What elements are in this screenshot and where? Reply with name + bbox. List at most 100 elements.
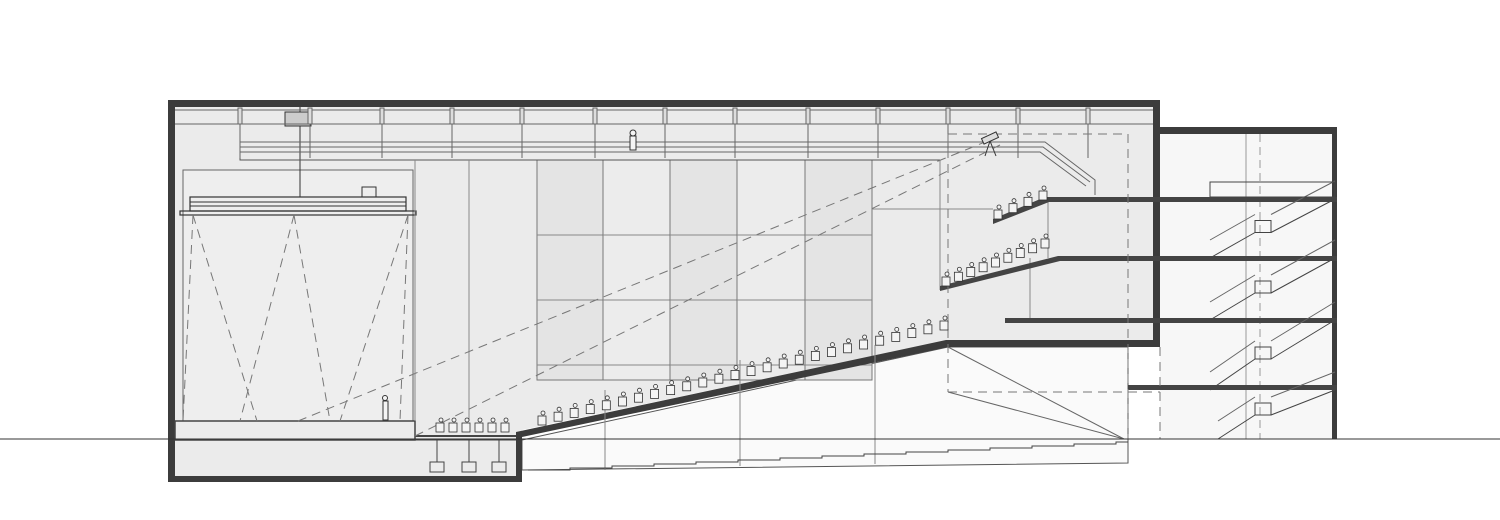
seat-icon — [650, 388, 659, 399]
fly-tower — [182, 169, 414, 422]
spectator-icon — [451, 417, 457, 423]
truss-post — [1015, 107, 1021, 125]
truss-post — [307, 107, 313, 125]
spectator-icon — [1041, 185, 1047, 191]
stair-landing — [1254, 280, 1272, 294]
seat-icon — [553, 411, 563, 422]
seat-icon — [966, 267, 976, 277]
truss-post — [379, 107, 385, 125]
stairs — [528, 180, 1336, 471]
seat-icon — [794, 354, 804, 365]
seat-icon — [941, 276, 951, 287]
truss-post — [1085, 107, 1091, 125]
spectator-icon — [621, 391, 626, 397]
stair-flight — [1270, 319, 1336, 360]
seat-icon — [746, 366, 756, 377]
wall-panel — [669, 159, 738, 381]
balconies — [940, 197, 1337, 390]
spectator-icon — [910, 323, 916, 329]
stair-landing — [1254, 402, 1272, 416]
seat-icon — [569, 407, 579, 418]
stair-rail — [1209, 214, 1256, 241]
stair-flight — [1209, 358, 1256, 391]
spectator-icon — [862, 334, 867, 340]
spectator-icon — [685, 376, 691, 382]
truss-post — [592, 107, 598, 125]
spectator-icon — [1011, 198, 1017, 204]
seat-icon — [1023, 196, 1033, 207]
stair-flight — [1217, 414, 1256, 440]
seat-icon — [474, 422, 484, 433]
seat-icon — [810, 350, 820, 361]
annex-block — [1160, 127, 1337, 439]
projector-icon — [980, 131, 1000, 157]
seat-icon — [953, 271, 963, 282]
spectator-icon — [781, 353, 787, 359]
spectator-icon — [604, 395, 610, 401]
truss-post — [732, 107, 738, 125]
stair-flight — [1270, 389, 1336, 416]
spectator-icon — [464, 417, 470, 423]
spectator-icon — [490, 417, 496, 423]
stair-rail — [1217, 396, 1256, 422]
spectator-icon — [813, 345, 819, 351]
human-figure-icons — [382, 129, 637, 421]
seat-icon — [537, 415, 547, 426]
spectator-icon — [701, 372, 707, 378]
stair-rail — [1209, 274, 1256, 303]
seat-icon — [682, 381, 692, 392]
spectator-icon — [1026, 191, 1032, 197]
stage — [174, 420, 516, 473]
seat-icon — [500, 422, 510, 433]
stair-rail — [1270, 180, 1336, 215]
stair-rail — [1270, 301, 1336, 342]
seat-icon — [448, 422, 458, 433]
seat-icon — [993, 209, 1003, 220]
spectator-icon — [981, 257, 987, 263]
truss-post — [945, 107, 951, 125]
seat-icon — [1003, 252, 1013, 263]
seat-icon — [875, 335, 885, 346]
seat-icon — [1015, 248, 1025, 258]
spectator-icon — [944, 271, 950, 277]
projection-lines — [947, 346, 1125, 440]
truss-post — [519, 107, 525, 125]
roof-truss — [175, 107, 1153, 195]
spectator-icon — [572, 402, 578, 408]
seat-icon — [730, 369, 740, 380]
seat-icon — [939, 320, 949, 331]
truss-post — [449, 107, 455, 125]
spectator-icon — [1031, 238, 1037, 244]
stair-flight — [1270, 198, 1336, 233]
spectator-icon — [996, 204, 1002, 210]
spectator-icon — [637, 387, 642, 393]
spectator-icon — [994, 252, 999, 258]
spectator-icon — [733, 364, 739, 370]
seat-icon — [907, 328, 917, 339]
seat-icon — [827, 347, 836, 358]
spectator-icon — [1006, 247, 1012, 253]
seat-icon — [666, 385, 676, 396]
spectator-icon — [846, 338, 851, 344]
seat-icon — [762, 362, 772, 373]
stair-rail — [1209, 340, 1256, 373]
seat-icon — [1040, 238, 1050, 249]
seat-icon — [435, 422, 445, 433]
lobby-stair — [528, 441, 1128, 471]
stair-landing — [1254, 346, 1272, 360]
sight-lines — [182, 133, 1161, 439]
stair-flight — [1209, 232, 1256, 259]
seat-icon — [461, 422, 471, 433]
truss-post — [237, 107, 243, 125]
spectator-icon — [942, 315, 948, 321]
wall-panel — [602, 159, 671, 381]
seat-icon — [698, 377, 708, 388]
spectator-icon — [765, 357, 771, 363]
seat-icon — [634, 392, 643, 403]
stair-landing — [1254, 220, 1272, 233]
spectator-icon — [438, 417, 444, 423]
spectator-icon — [588, 399, 594, 405]
spectator-icon — [956, 266, 962, 272]
seat-icon — [487, 422, 497, 433]
